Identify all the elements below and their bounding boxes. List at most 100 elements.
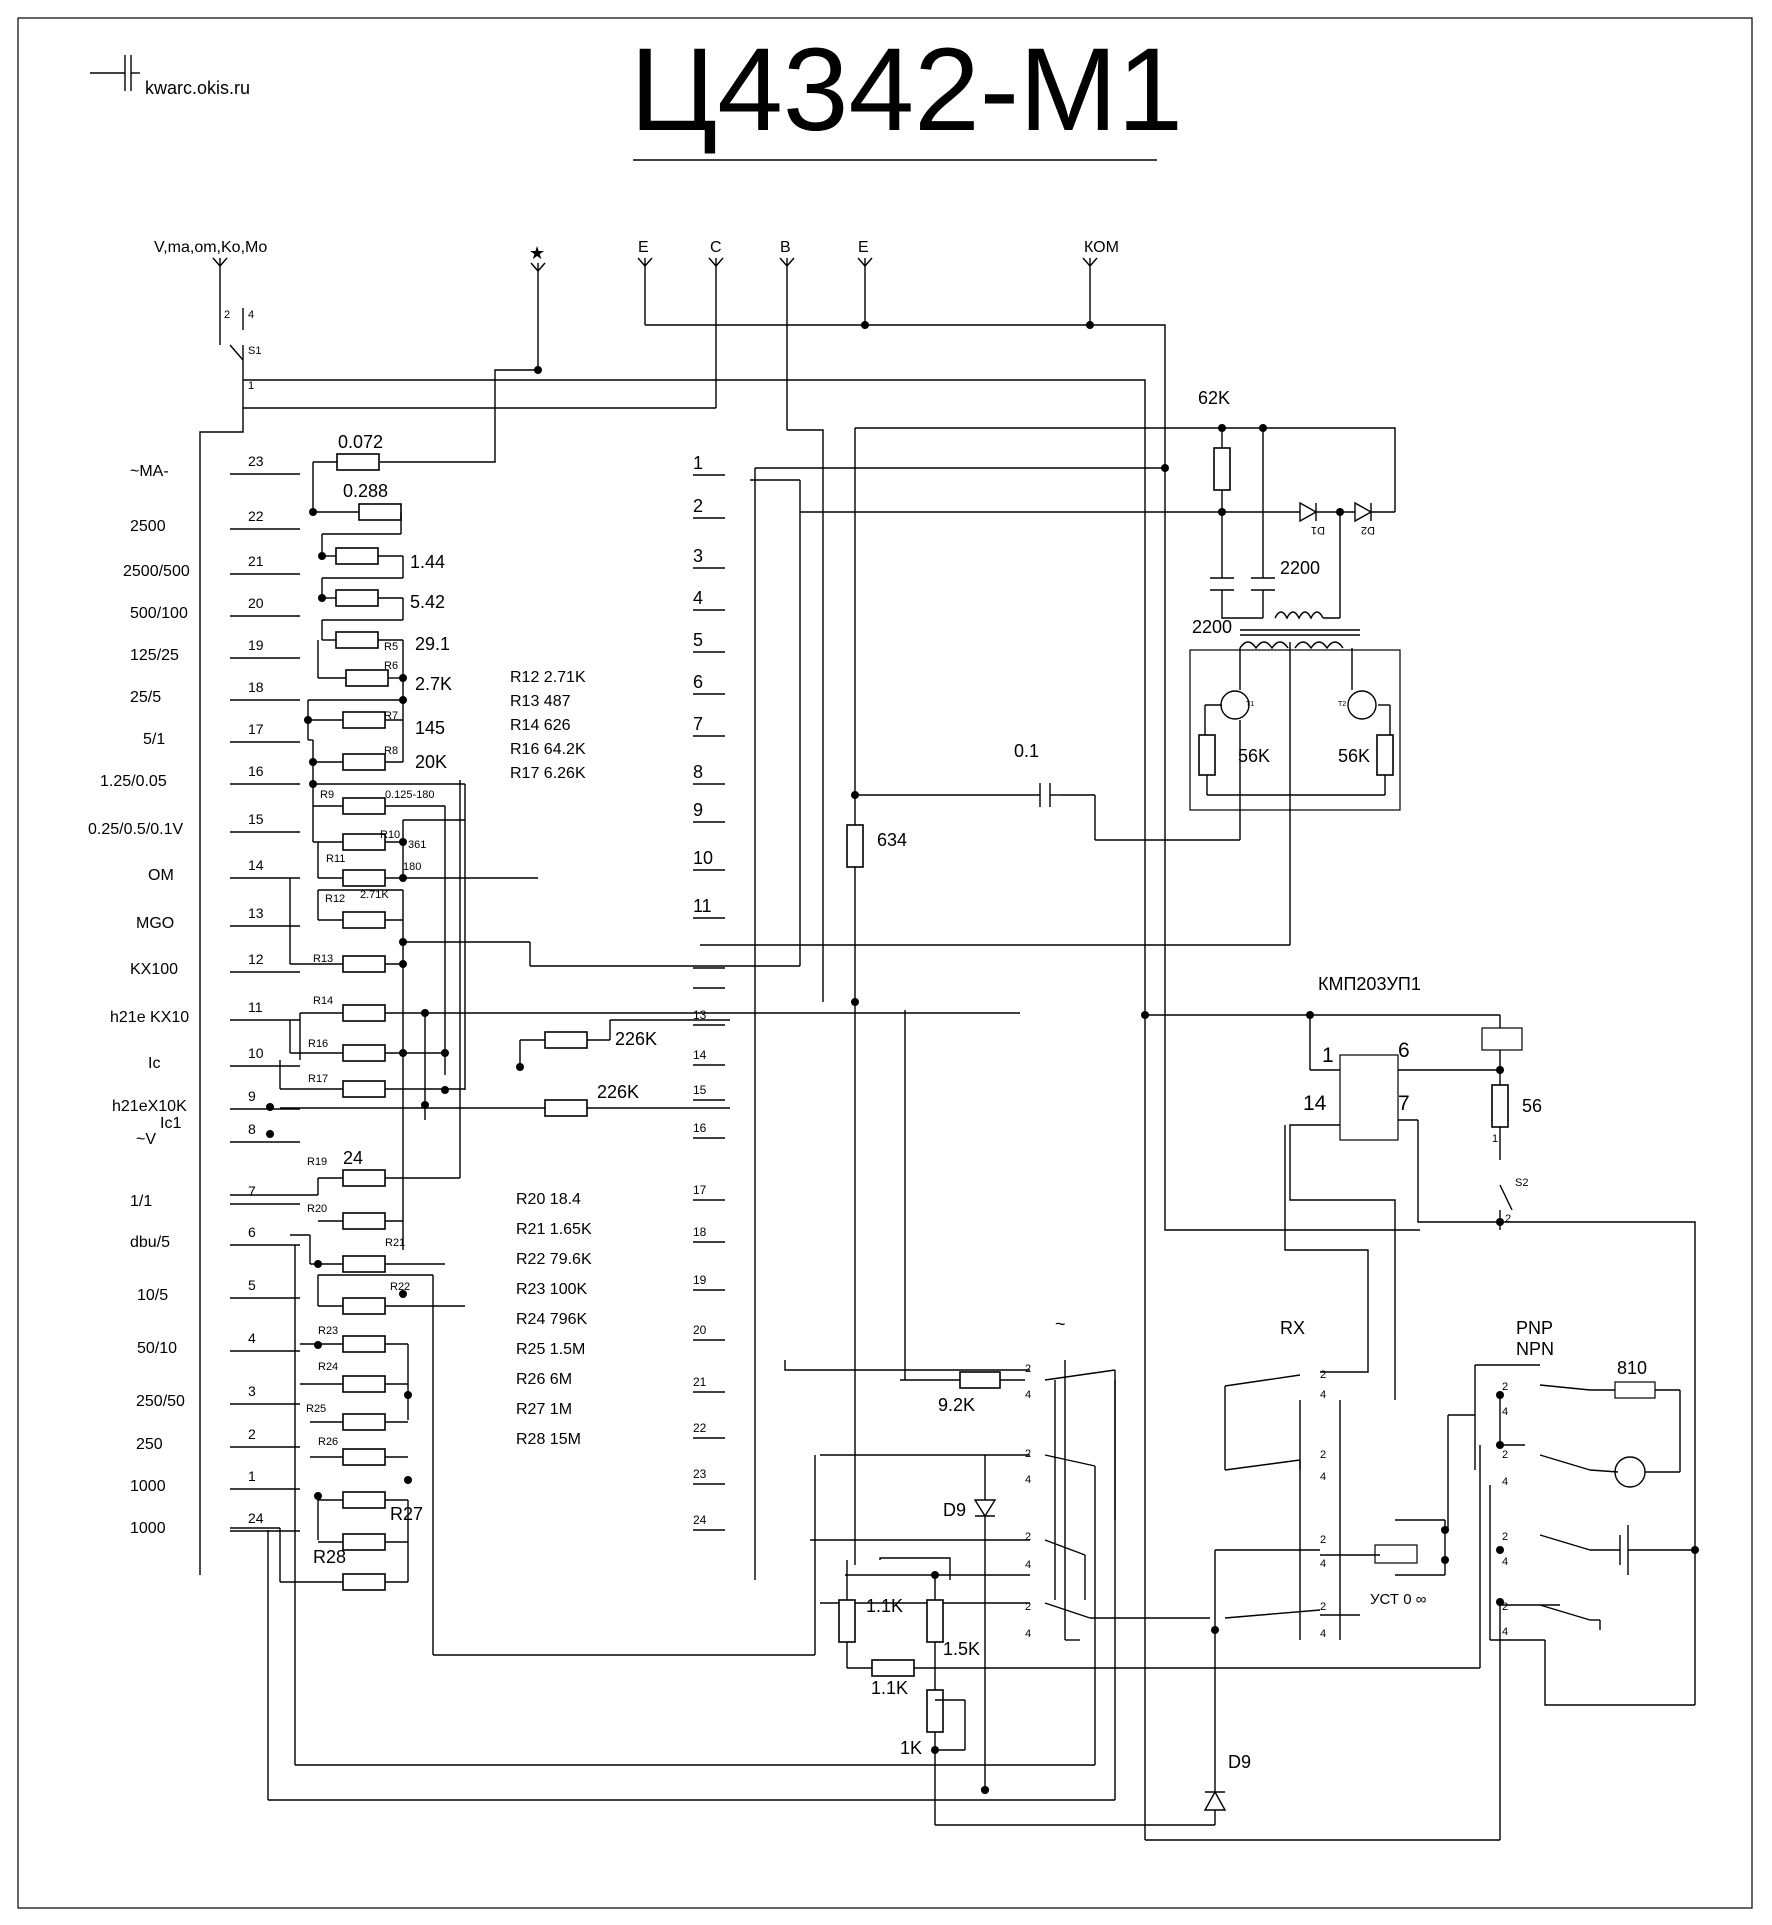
svg-text:56: 56 bbox=[1522, 1096, 1542, 1116]
range-position: 17 bbox=[248, 721, 264, 737]
svg-text:0.072: 0.072 bbox=[338, 432, 383, 452]
range-label: h21eX10K bbox=[112, 1098, 187, 1115]
svg-text:24: 24 bbox=[343, 1148, 363, 1168]
svg-text:R17: R17 bbox=[308, 1073, 328, 1085]
range-position: 20 bbox=[248, 595, 264, 611]
svg-text:R10: R10 bbox=[380, 829, 400, 841]
range-label: 2500/500 bbox=[123, 563, 190, 580]
svg-text:УСТ 0 ∞: УСТ 0 ∞ bbox=[1370, 1591, 1427, 1608]
range-position: 5 bbox=[248, 1277, 256, 1293]
svg-text:B: B bbox=[780, 239, 791, 256]
svg-text:1.44: 1.44 bbox=[410, 552, 445, 572]
svg-text:4: 4 bbox=[1320, 1628, 1326, 1640]
range-position: 18 bbox=[248, 679, 264, 695]
svg-text:9.2K: 9.2K bbox=[938, 1395, 975, 1415]
svg-text:2.71K: 2.71K bbox=[360, 889, 389, 901]
svg-text:R11: R11 bbox=[326, 853, 345, 865]
contact-number: 18 bbox=[693, 1225, 707, 1239]
svg-text:4: 4 bbox=[248, 309, 254, 321]
value-entry: R27 1M bbox=[516, 1401, 572, 1418]
contact-number: 13 bbox=[693, 1008, 707, 1022]
range-position: 12 bbox=[248, 951, 264, 967]
svg-text:0.125-180: 0.125-180 bbox=[385, 789, 435, 801]
contact-number: 22 bbox=[693, 1421, 707, 1435]
resistors-226k: 226K 226K bbox=[280, 1019, 730, 1117]
svg-text:R5: R5 bbox=[384, 641, 398, 653]
contact-number: 4 bbox=[693, 588, 703, 608]
range-label: 250/50 bbox=[136, 1393, 185, 1410]
svg-text:1: 1 bbox=[1322, 1044, 1334, 1067]
svg-text:226K: 226K bbox=[597, 1082, 639, 1102]
contact-number: 19 bbox=[693, 1273, 707, 1287]
range-label: 125/25 bbox=[130, 647, 179, 664]
range-label: 50/10 bbox=[137, 1340, 177, 1357]
range-label: 25/5 bbox=[130, 689, 161, 706]
range-label: 1000 bbox=[130, 1520, 166, 1537]
contact-number: 6 bbox=[693, 672, 703, 692]
switch-bank-rx: RX 2 4 2 4 2 4 2 4 УСТ 0 ∞ bbox=[1224, 1318, 1449, 1640]
svg-text:R23: R23 bbox=[318, 1325, 338, 1337]
range-position: 7 bbox=[248, 1183, 256, 1199]
terminal-b: B bbox=[779, 239, 795, 430]
svg-text:4: 4 bbox=[1502, 1476, 1508, 1488]
contact-number: 15 bbox=[693, 1083, 707, 1097]
svg-text:D9: D9 bbox=[1228, 1752, 1251, 1772]
value-entry: R12 2.71K bbox=[510, 669, 586, 686]
svg-text:5.42: 5.42 bbox=[410, 592, 445, 612]
svg-text:4: 4 bbox=[1025, 1559, 1031, 1571]
terminal-input: V,ma,om,Ko,Mo bbox=[154, 239, 267, 275]
svg-text:R25: R25 bbox=[306, 1403, 326, 1415]
range-label: 2500 bbox=[130, 518, 166, 535]
svg-text:1.5K: 1.5K bbox=[943, 1639, 980, 1659]
value-entry: R24 796K bbox=[516, 1311, 587, 1328]
svg-text:1: 1 bbox=[1492, 1133, 1498, 1145]
svg-text:2: 2 bbox=[1505, 1213, 1511, 1225]
contact-number: 24 bbox=[693, 1513, 707, 1527]
svg-text:R27: R27 bbox=[390, 1504, 423, 1524]
svg-text:4: 4 bbox=[1025, 1389, 1031, 1401]
range-position: 3 bbox=[248, 1383, 256, 1399]
svg-text:R16: R16 bbox=[308, 1038, 328, 1050]
svg-text:29.1: 29.1 bbox=[415, 634, 450, 654]
svg-text:V,ma,om,Ko,Mo: V,ma,om,Ko,Mo bbox=[154, 239, 267, 256]
value-entry: R26 6M bbox=[516, 1371, 572, 1388]
range-label: Ic1 bbox=[160, 1115, 181, 1132]
contact-number: 21 bbox=[693, 1375, 707, 1389]
contact-number: 17 bbox=[693, 1183, 707, 1197]
svg-text:D9: D9 bbox=[943, 1500, 966, 1520]
range-position: 23 bbox=[248, 453, 264, 469]
contact-number: 5 bbox=[693, 630, 703, 650]
svg-text:4: 4 bbox=[1502, 1406, 1508, 1418]
svg-text:C: C bbox=[710, 239, 722, 256]
svg-text:★: ★ bbox=[529, 243, 545, 263]
range-label: 5/1 bbox=[143, 731, 165, 748]
svg-text:56K: 56K bbox=[1238, 746, 1270, 766]
range-position: 21 bbox=[248, 553, 264, 569]
svg-text:2: 2 bbox=[1320, 1534, 1326, 1546]
ic-kmp203up1: КМП203УП1 1 6 14 7 56 1 S2 2 bbox=[1141, 974, 1696, 1705]
svg-text:145: 145 bbox=[415, 718, 445, 738]
value-entry: R20 18.4 bbox=[516, 1191, 581, 1208]
svg-text:4: 4 bbox=[1502, 1626, 1508, 1638]
svg-text:0.288: 0.288 bbox=[343, 481, 388, 501]
switch-bank-1: ~ 9.2K 2 4 2 4 2 4 2 4 bbox=[267, 1010, 1480, 1826]
contact-number: 11 bbox=[693, 896, 712, 916]
range-label: MGO bbox=[136, 915, 174, 932]
site-logo: kwarc.okis.ru bbox=[90, 55, 250, 98]
svg-text:2: 2 bbox=[1025, 1601, 1031, 1613]
range-label: 250 bbox=[136, 1436, 163, 1453]
range-label: Ic bbox=[148, 1055, 160, 1072]
range-position: 16 bbox=[248, 763, 264, 779]
svg-text:R28: R28 bbox=[313, 1547, 346, 1567]
svg-text:2: 2 bbox=[1320, 1369, 1326, 1381]
switch-s1: 2 4 S1 1 bbox=[199, 275, 261, 1575]
range-label: 0.25/0.5/0.1V bbox=[88, 821, 184, 838]
range-label: h21e KX10 bbox=[110, 1009, 189, 1026]
contact-number: 1 bbox=[693, 453, 703, 473]
range-position: 11 bbox=[248, 999, 263, 1015]
value-entry: R17 6.26K bbox=[510, 765, 586, 782]
svg-text:2: 2 bbox=[1025, 1448, 1031, 1460]
value-entry: R22 79.6K bbox=[516, 1251, 592, 1268]
